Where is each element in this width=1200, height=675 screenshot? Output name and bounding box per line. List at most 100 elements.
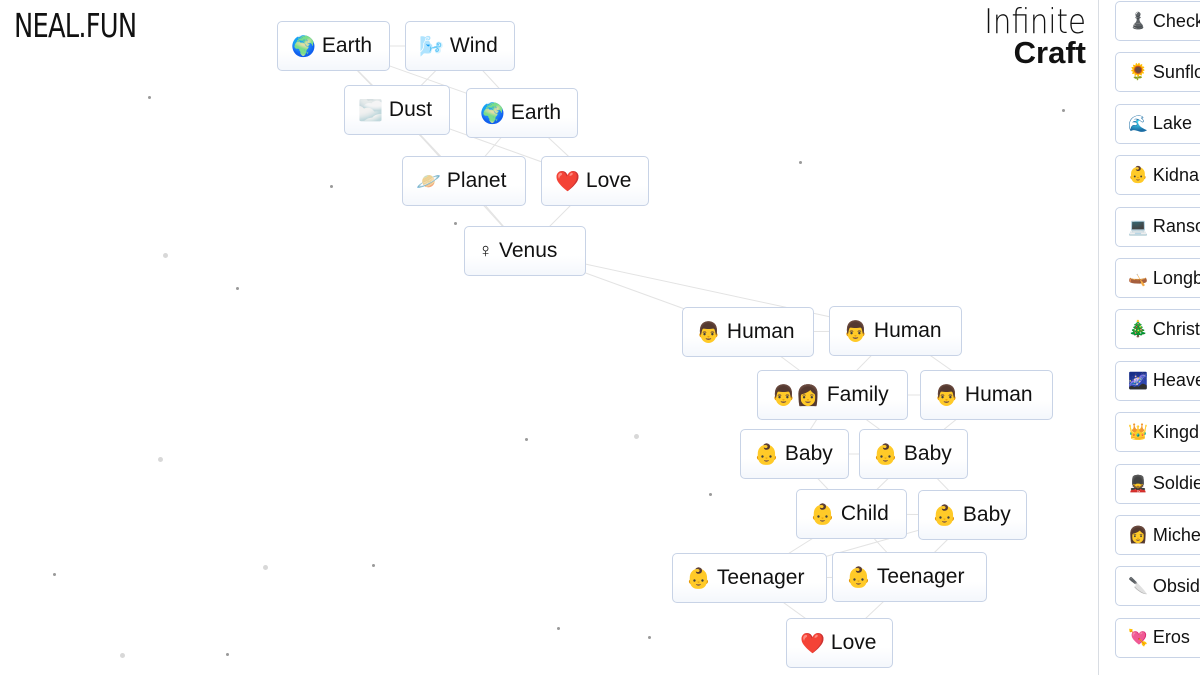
- element-baby[interactable]: 👶Baby: [918, 490, 1027, 540]
- element-baby[interactable]: 👶Baby: [740, 429, 849, 479]
- sidebar-item-lake[interactable]: 🌊Lake: [1115, 103, 1200, 144]
- sidebar-emoji-icon: 💻: [1128, 218, 1148, 236]
- element-label: Baby: [784, 442, 833, 465]
- sidebar-emoji-icon: 🌻: [1128, 64, 1148, 82]
- background-dot: [557, 627, 560, 630]
- sidebar-emoji-icon: 👶: [1128, 167, 1148, 185]
- sidebar-item-label: Miche: [1152, 524, 1200, 545]
- sidebar-emoji-icon: 🌊: [1128, 115, 1148, 133]
- sidebar-item-label: Longb: [1152, 267, 1200, 288]
- element-wind[interactable]: 🌬️Wind: [405, 21, 515, 71]
- element-child[interactable]: 👶Child: [796, 489, 907, 539]
- element-label: Child: [840, 502, 889, 525]
- sidebar-item-label: Obsid: [1152, 575, 1200, 596]
- element-emoji-icon: ❤️: [800, 632, 825, 655]
- sidebar-emoji-icon: 💘: [1128, 629, 1148, 647]
- sidebar-item-check[interactable]: ♟️Check: [1115, 1, 1200, 41]
- sidebar-item-label: Christ: [1152, 318, 1200, 339]
- element-human[interactable]: 👨Human: [682, 307, 814, 357]
- background-dot: [634, 434, 639, 439]
- element-emoji-icon: 👨: [696, 321, 721, 344]
- element-label: Human: [964, 383, 1033, 406]
- sidebar-emoji-icon: 🔪: [1128, 578, 1148, 596]
- element-label: Human: [726, 320, 795, 343]
- element-planet[interactable]: 🪐Planet: [402, 156, 526, 206]
- background-dot: [148, 96, 151, 99]
- element-label: Love: [585, 169, 632, 192]
- background-dot: [372, 564, 375, 567]
- sidebar-item-soldie[interactable]: 💂Soldie: [1115, 463, 1200, 504]
- element-emoji-icon: 👨: [843, 320, 868, 343]
- background-dot: [163, 253, 168, 258]
- element-teenager[interactable]: 👶Teenager: [672, 553, 827, 603]
- element-emoji-icon: 🪐: [416, 170, 441, 193]
- sidebar-item-sunflo[interactable]: 🌻Sunflo: [1115, 52, 1200, 93]
- sidebar-item-heave[interactable]: 🌌Heave: [1115, 360, 1200, 401]
- element-earth[interactable]: 🌍Earth: [277, 21, 390, 71]
- sidebar-emoji-icon: ♟️: [1128, 13, 1148, 30]
- element-emoji-icon: 🌍: [291, 35, 316, 58]
- sidebar-emoji-icon: 👩: [1128, 527, 1148, 544]
- element-label: Wind: [449, 34, 498, 57]
- element-emoji-icon: 👶: [686, 567, 711, 590]
- element-human[interactable]: 👨Human: [829, 306, 962, 356]
- title-craft: Craft: [1013, 35, 1086, 70]
- element-emoji-icon: 👶: [810, 503, 835, 526]
- background-dot: [236, 287, 239, 290]
- sidebar-item-kidna[interactable]: 👶Kidna: [1115, 155, 1200, 196]
- background-dot: [648, 636, 651, 639]
- element-venus[interactable]: ♀ Venus: [464, 226, 586, 276]
- sidebar-item-label: Sunflo: [1152, 61, 1200, 82]
- element-human[interactable]: 👨Human: [920, 370, 1053, 420]
- sidebar-emoji-icon: 🌌: [1128, 372, 1148, 390]
- element-emoji-icon: 👨‍👩: [771, 384, 821, 407]
- element-label: Venus: [499, 239, 558, 262]
- element-baby[interactable]: 👶Baby: [859, 429, 968, 479]
- background-dot: [1062, 109, 1065, 112]
- crafting-canvas[interactable]: NEAL.FUN Infinite Craft 🌍Earth🌬️Wind🌫️Du…: [0, 0, 1098, 675]
- element-family[interactable]: 👨‍👩Family: [757, 370, 908, 420]
- sidebar-item-miche[interactable]: 👩Miche: [1115, 515, 1200, 555]
- element-dust[interactable]: 🌫️Dust: [344, 85, 450, 135]
- background-dot: [226, 653, 229, 656]
- element-earth[interactable]: 🌍Earth: [466, 88, 578, 138]
- background-dot: [454, 222, 457, 225]
- sidebar-item-eros[interactable]: 💘Eros: [1115, 617, 1200, 658]
- infinite-craft-title: Infinite Craft: [960, 4, 1086, 68]
- element-emoji-icon: 🌬️: [419, 35, 444, 58]
- element-teenager[interactable]: 👶Teenager: [832, 552, 987, 602]
- element-love[interactable]: ❤️Love: [786, 618, 893, 668]
- sidebar-item-christ[interactable]: 🎄Christ: [1115, 309, 1200, 350]
- background-dot: [330, 185, 333, 188]
- background-dot: [53, 573, 56, 576]
- sidebar-item-label: Heave: [1152, 370, 1200, 391]
- background-dot: [263, 565, 268, 570]
- element-label: Human: [873, 319, 942, 342]
- element-emoji-icon: ♀: [478, 239, 493, 262]
- element-emoji-icon: 👶: [873, 443, 898, 466]
- background-dot: [525, 438, 528, 441]
- element-label: Teenager: [716, 566, 805, 589]
- sidebar-item-obsid[interactable]: 🔪Obsid: [1115, 566, 1200, 607]
- element-label: Love: [830, 631, 877, 654]
- element-love[interactable]: ❤️Love: [541, 156, 649, 206]
- elements-sidebar[interactable]: ♟️Check 🌻Sunflo 🌊Lake 👶Kidna 💻Ranso 🛶Longb 🎄Ch…: [1098, 0, 1200, 675]
- sidebar-item-label: Kidna: [1152, 164, 1199, 185]
- sidebar-emoji-icon: 👑: [1128, 424, 1148, 442]
- sidebar-item-label: Ranso: [1152, 216, 1200, 237]
- sidebar-item-label: Kingd: [1152, 421, 1199, 442]
- element-emoji-icon: 👨: [934, 384, 959, 407]
- sidebar-item-kingd[interactable]: 👑Kingd: [1115, 412, 1200, 453]
- neal-fun-logo[interactable]: NEAL.FUN: [14, 6, 137, 45]
- sidebar-item-ranso[interactable]: 💻Ranso: [1115, 206, 1200, 247]
- element-emoji-icon: 👶: [932, 504, 957, 527]
- element-emoji-icon: 🌫️: [358, 99, 383, 122]
- sidebar-item-longb[interactable]: 🛶Longb: [1115, 258, 1200, 298]
- element-label: Earth: [510, 101, 562, 124]
- element-label: Teenager: [876, 565, 965, 588]
- background-dot: [158, 457, 163, 462]
- background-dot: [799, 161, 802, 164]
- background-dot: [709, 493, 712, 496]
- sidebar-item-label: Lake: [1152, 113, 1192, 134]
